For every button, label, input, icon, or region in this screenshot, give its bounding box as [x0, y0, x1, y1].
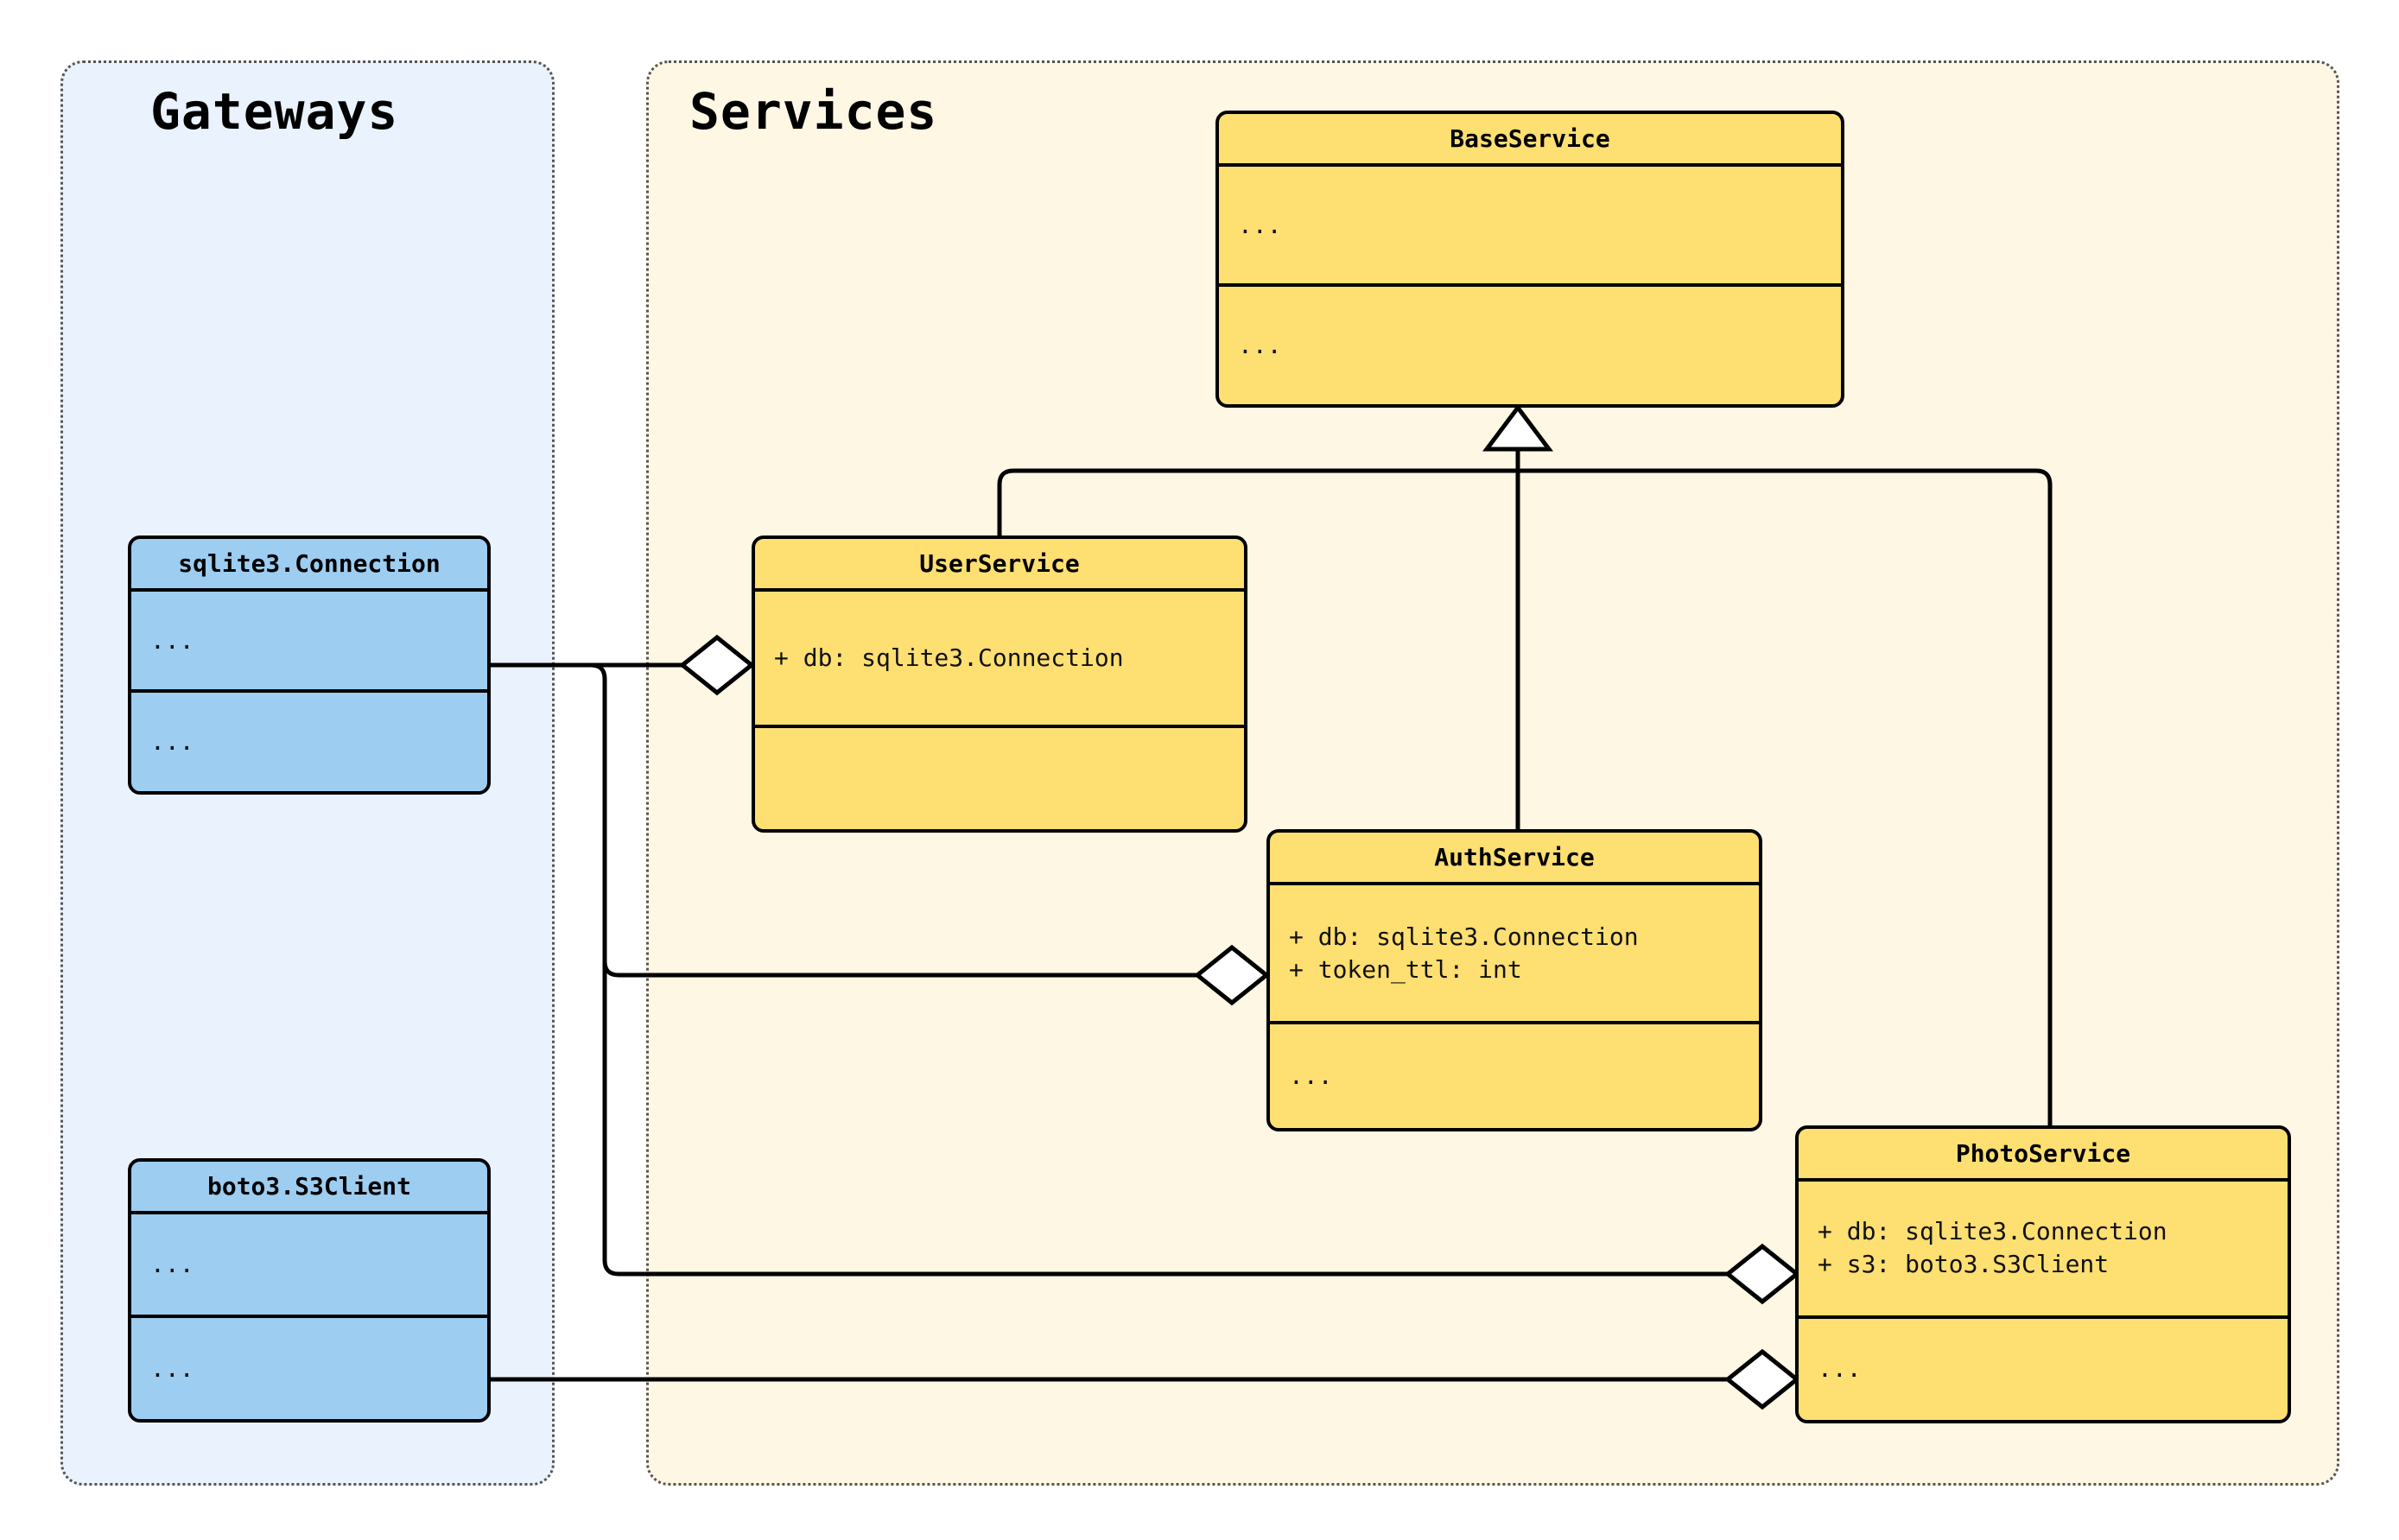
class-methods-authservice: ... — [1270, 1021, 1759, 1128]
class-methods-photoservice: ... — [1799, 1315, 2288, 1420]
method-row: ... — [150, 727, 194, 757]
attribute-row: + token_ttl: int — [1289, 954, 1522, 984]
class-name-userservice: UserService — [755, 539, 1244, 592]
class-attributes-authservice: + db: sqlite3.Connection + token_ttl: in… — [1270, 885, 1759, 1022]
method-row: ... — [1818, 1354, 1862, 1384]
class-box-boto3-s3client[interactable]: boto3.S3Client ... ... — [128, 1158, 491, 1423]
class-attributes-sqlite3-connection: ... — [131, 592, 487, 690]
class-box-userservice[interactable]: UserService + db: sqlite3.Connection — [752, 536, 1247, 833]
method-row: ... — [1289, 1062, 1333, 1091]
class-methods-boto3-s3client: ... — [131, 1315, 487, 1419]
class-methods-baseservice: ... — [1219, 283, 1841, 404]
attribute-row: ... — [150, 1250, 194, 1279]
package-title-services: Services — [689, 82, 938, 141]
class-methods-userservice — [755, 725, 1244, 829]
method-row: ... — [150, 1353, 194, 1383]
attribute-row: + db: sqlite3.Connection — [774, 643, 1124, 673]
method-row: ... — [1238, 331, 1282, 360]
class-name-sqlite3-connection: sqlite3.Connection — [131, 539, 487, 592]
class-name-authservice: AuthService — [1270, 833, 1759, 885]
class-attributes-userservice: + db: sqlite3.Connection — [755, 592, 1244, 726]
attribute-row: ... — [1238, 210, 1282, 239]
class-attributes-photoservice: + db: sqlite3.Connection + s3: boto3.S3C… — [1799, 1182, 2288, 1315]
class-box-sqlite3-connection[interactable]: sqlite3.Connection ... ... — [128, 536, 491, 795]
attribute-row: ... — [150, 625, 194, 655]
attribute-row: + db: sqlite3.Connection — [1818, 1217, 2167, 1246]
class-box-photoservice[interactable]: PhotoService + db: sqlite3.Connection + … — [1795, 1125, 2291, 1423]
class-attributes-boto3-s3client: ... — [131, 1214, 487, 1315]
class-name-photoservice: PhotoService — [1799, 1129, 2288, 1182]
class-box-authservice[interactable]: AuthService + db: sqlite3.Connection + t… — [1266, 829, 1762, 1131]
package-title-gateways: Gateways — [150, 82, 399, 141]
attribute-row: + s3: boto3.S3Client — [1818, 1250, 2110, 1279]
class-box-baseservice[interactable]: BaseService ... ... — [1215, 111, 1844, 408]
attribute-row: + db: sqlite3.Connection — [1289, 922, 1639, 951]
class-name-baseservice: BaseService — [1219, 114, 1841, 167]
class-methods-sqlite3-connection: ... — [131, 689, 487, 791]
class-attributes-baseservice: ... — [1219, 167, 1841, 284]
class-name-boto3-s3client: boto3.S3Client — [131, 1162, 487, 1214]
